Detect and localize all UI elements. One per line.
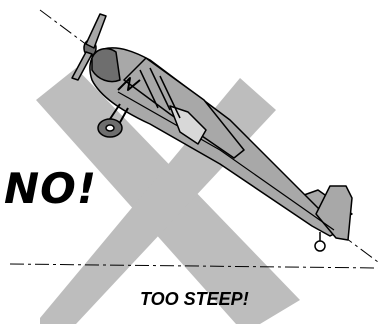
main-wheel-hub: [106, 125, 114, 131]
caption-label: TOO STEEP!: [140, 290, 249, 308]
tail-wheel: [315, 241, 325, 251]
warning-label: NO!: [4, 168, 97, 210]
